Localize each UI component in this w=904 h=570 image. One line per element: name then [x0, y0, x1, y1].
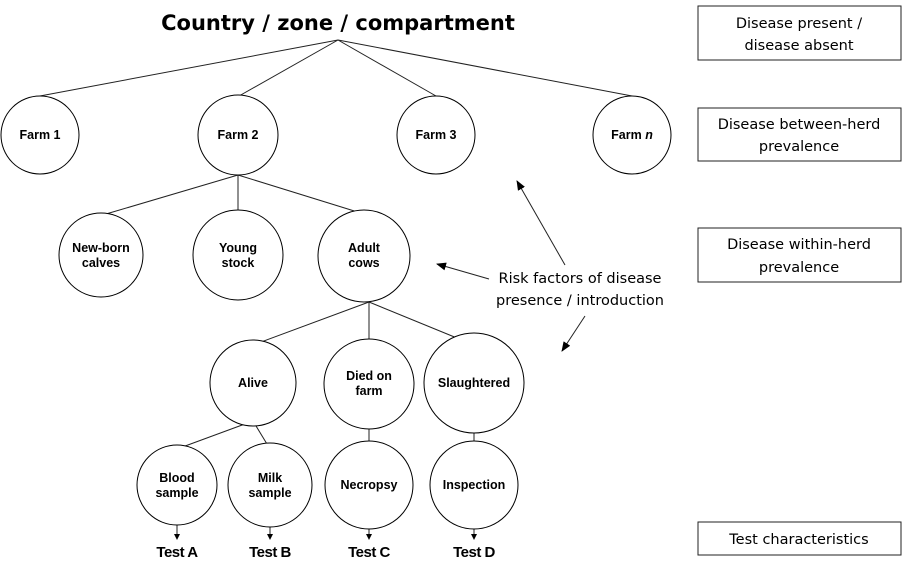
- farm-n-label-main: Farm: [611, 128, 642, 142]
- farm-n-label: Farm n: [611, 128, 653, 142]
- blood-sample-node: [136, 444, 218, 526]
- disease-presence-text-1: Disease present /: [736, 16, 862, 32]
- connector-root-farmn: [337, 39, 633, 97]
- connector-root-farm3: [337, 39, 437, 97]
- test-characteristics-box: [697, 521, 902, 556]
- connector-adult-alive: [252, 301, 370, 346]
- outcome-level: Alive Died on farm Slaughtered: [209, 332, 525, 434]
- milk-sample-label-2: sample: [248, 486, 291, 500]
- young-stock-node: [192, 209, 284, 301]
- risk-arrow-to-groups: [436, 262, 490, 280]
- between-herd-text-1: Disease between-herd: [718, 117, 881, 133]
- slaughtered-label: Slaughtered: [438, 376, 510, 390]
- between-herd-prevalence-box: [697, 107, 902, 162]
- inspection-node: [429, 440, 519, 530]
- within-herd-text-1: Disease within-herd: [727, 237, 871, 253]
- between-herd-text-2: prevalence: [759, 139, 839, 155]
- test-level: Test A Test B Test C Test D: [156, 544, 496, 561]
- young-stock-label-1: Young: [219, 241, 257, 255]
- died-on-farm-label-2: farm: [355, 384, 382, 398]
- farm-2-label: Farm 2: [218, 128, 259, 142]
- adult-cows-label-2: cows: [348, 256, 379, 270]
- within-herd-text-2: prevalence: [759, 260, 839, 276]
- alive-label: Alive: [238, 376, 268, 390]
- test-characteristics-text: Test characteristics: [728, 532, 868, 548]
- connector-farm2-calves: [105, 174, 239, 215]
- risk-arrow-to-farms: [516, 180, 566, 266]
- disease-presence-box: [697, 5, 902, 61]
- risk-arrow-to-outcomes: [561, 315, 586, 352]
- alive-node: [209, 339, 297, 427]
- within-herd-prevalence-box: [697, 227, 902, 283]
- milk-sample-label-1: Milk: [258, 471, 282, 485]
- side-boxes: Disease present / disease absent Disease…: [697, 5, 902, 556]
- farm-3-node: [396, 95, 476, 175]
- died-on-farm-node: [323, 338, 415, 430]
- blood-sample-label-1: Blood: [159, 471, 194, 485]
- farm-2-node: [197, 94, 279, 176]
- farm-1-label: Farm 1: [20, 128, 61, 142]
- connector-root-farm1: [39, 39, 339, 97]
- farm-1-node: [0, 95, 80, 175]
- newborn-calves-node: [58, 212, 144, 298]
- sample-level: Blood sample Milk sample Necropsy Inspec…: [136, 440, 519, 530]
- diagram-title: Country / zone / compartment: [161, 11, 515, 35]
- connector-alive-blood: [176, 420, 254, 450]
- young-stock-label-2: stock: [222, 256, 255, 270]
- connector-farm2-adult: [237, 174, 365, 215]
- adult-cows-node: [317, 209, 411, 303]
- connector-root-farm2: [238, 39, 339, 97]
- test-a-label: Test A: [156, 544, 198, 561]
- inspection-label: Inspection: [443, 478, 506, 492]
- slaughtered-node: [423, 332, 525, 434]
- adult-cows-label-1: Adult: [348, 241, 381, 255]
- test-c-label: Test C: [348, 544, 390, 561]
- farm-n-node: [592, 95, 672, 175]
- newborn-calves-label-2: calves: [82, 256, 120, 270]
- newborn-calves-label-1: New-born: [72, 241, 130, 255]
- test-d-label: Test D: [453, 544, 495, 561]
- blood-sample-label-2: sample: [155, 486, 198, 500]
- disease-presence-text-2: disease absent: [744, 38, 853, 54]
- group-level: New-born calves Young stock Adult cows: [58, 209, 411, 303]
- necropsy-node: [324, 440, 414, 530]
- test-b-label: Test B: [249, 544, 291, 561]
- risk-factors-annotation: Risk factors of disease presence / intro…: [436, 180, 664, 352]
- farm-n-label-italic: n: [645, 128, 653, 142]
- necropsy-label: Necropsy: [341, 478, 398, 492]
- farm-level: Farm 1 Farm 2 Farm 3 Farm n: [0, 94, 672, 176]
- risk-factors-label-1: Risk factors of disease: [499, 271, 662, 287]
- milk-sample-node: [227, 442, 313, 528]
- died-on-farm-label-1: Died on: [346, 369, 392, 383]
- farm-3-label: Farm 3: [416, 128, 457, 142]
- risk-factors-label-2: presence / introduction: [496, 293, 664, 309]
